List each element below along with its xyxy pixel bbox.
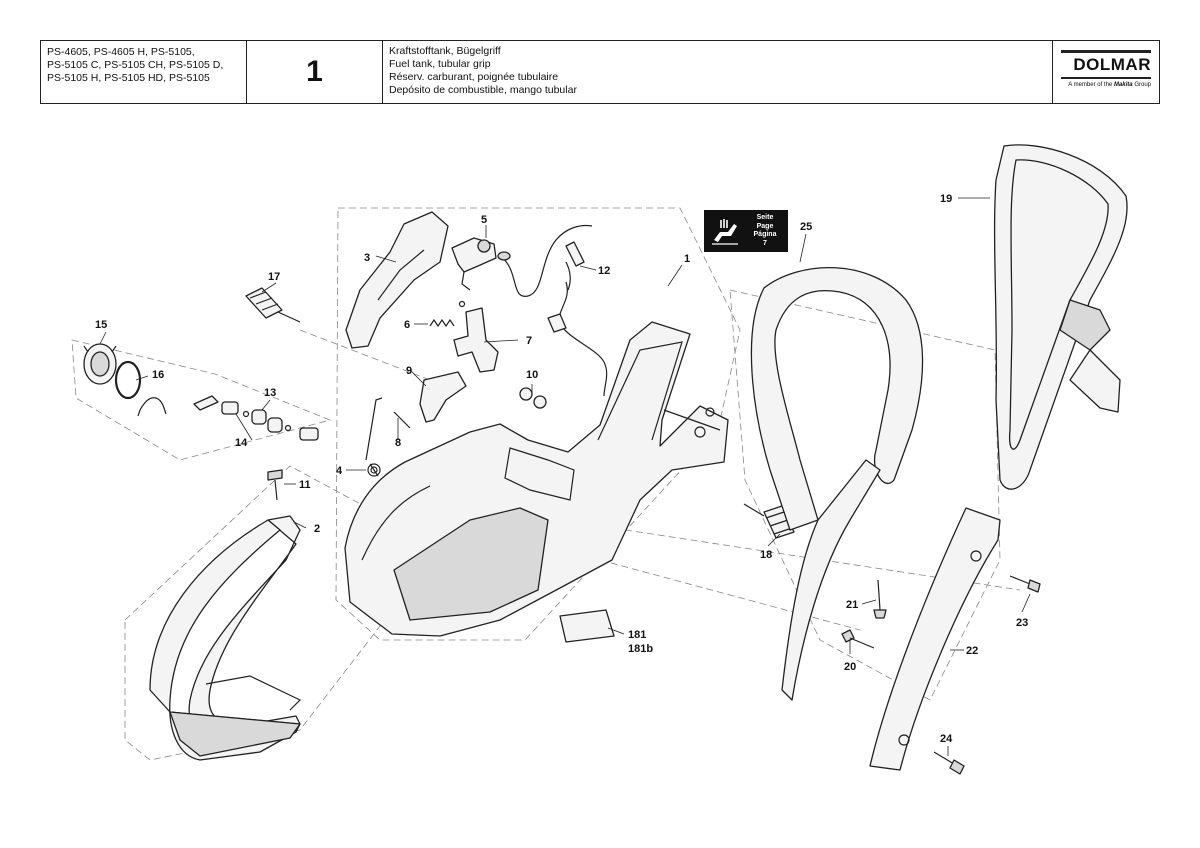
model-list: PS-4605, PS-4605 H, PS-5105, PS-5105 C, … (41, 41, 247, 103)
model-line: PS-5105 C, PS-5105 CH, PS-5105 D, (47, 59, 224, 71)
title-block: PS-4605, PS-4605 H, PS-5105, PS-5105 C, … (40, 40, 1160, 104)
label-15: 15 (95, 319, 107, 331)
fuel-filter-parts[interactable] (193, 395, 319, 441)
title-es: Depósito de combustible, mango tubular (389, 84, 577, 96)
label-2: 2 (314, 523, 320, 535)
page-reference-badge[interactable]: Seite Page Página 7 (704, 210, 788, 252)
title-fr: Réserv. carburant, poignée tubulaire (389, 71, 559, 83)
brand-name: DOLMAR (1073, 55, 1151, 74)
torsion-spring[interactable] (367, 463, 381, 477)
label-19: 19 (940, 193, 952, 205)
label-9: 9 (406, 365, 412, 377)
label-18: 18 (760, 549, 772, 561)
label-181: 181 (628, 629, 646, 641)
label-10: 10 (526, 369, 538, 381)
section-titles: Kraftstofftank, Bügelgriff Fuel tank, tu… (383, 41, 1053, 103)
throttle-lock[interactable] (451, 237, 497, 291)
label-23: 23 (1016, 617, 1028, 629)
front-handle[interactable] (149, 515, 302, 761)
part-number-labels: 1 2 3 4 5 6 7 8 9 10 11 12 13 14 15 16 1… (95, 193, 1028, 745)
fuel-cap[interactable] (83, 343, 117, 385)
title-en: Fuel tank, tubular grip (389, 58, 491, 70)
brand-subline: A member of the Makita Group (1068, 82, 1151, 88)
brand-cell: DOLMAR A member of the Makita Group (1053, 41, 1159, 103)
av-spring-18[interactable] (743, 503, 795, 539)
label-4: 4 (336, 465, 343, 477)
label-24: 24 (940, 733, 953, 745)
screw-23[interactable] (1009, 575, 1041, 593)
page-reference-text: Seite Page Página 7 (753, 214, 777, 247)
screw-21[interactable] (873, 579, 887, 619)
fuel-tank-housing[interactable] (344, 321, 729, 637)
lever-bracket[interactable] (419, 371, 467, 423)
fuel-cap-o-ring[interactable] (114, 360, 142, 400)
tool-hand-icon (712, 219, 738, 245)
label-5: 5 (481, 214, 487, 226)
label-17: 17 (268, 271, 280, 283)
label-7: 7 (526, 335, 532, 347)
screw-11[interactable] (267, 469, 283, 501)
label-181b: 181b (628, 643, 653, 655)
av-spring-17[interactable] (245, 287, 301, 323)
cap-retainer[interactable] (137, 397, 167, 417)
label-8: 8 (395, 437, 401, 449)
spring-rod[interactable] (365, 397, 411, 461)
screw-20[interactable] (841, 629, 875, 649)
label-20: 20 (844, 661, 856, 673)
title-de: Kraftstofftank, Bügelgriff (389, 45, 501, 57)
label-14: 14 (235, 437, 248, 449)
page-number: 1 (247, 41, 383, 103)
stop-switch-assembly[interactable] (453, 224, 608, 397)
label-25: 25 (800, 221, 812, 233)
throttle-lever[interactable] (345, 211, 449, 349)
handle-bracket-22[interactable] (869, 507, 1001, 771)
compression-spring[interactable] (429, 300, 466, 328)
model-line: PS-4605, PS-4605 H, PS-5105, (47, 46, 195, 58)
tubular-grip-25[interactable] (750, 267, 924, 701)
label-13: 13 (264, 387, 276, 399)
label-1: 1 (684, 253, 690, 265)
fuel-line[interactable] (565, 261, 571, 291)
warning-label[interactable] (559, 609, 615, 643)
model-line: PS-5105 H, PS-5105 HD, PS-5105 (47, 72, 210, 84)
label-16: 16 (152, 369, 164, 381)
screw-24[interactable] (933, 751, 965, 775)
label-11: 11 (299, 479, 311, 491)
label-22: 22 (966, 645, 978, 657)
tubular-grip-19[interactable] (993, 144, 1128, 490)
label-6: 6 (404, 319, 410, 331)
grommet[interactable] (519, 387, 547, 409)
label-12: 12 (598, 265, 610, 277)
dolmar-logo: DOLMAR A member of the Makita Group (1061, 50, 1151, 88)
label-21: 21 (846, 599, 858, 611)
group-boundary-lines (71, 207, 1021, 761)
leader-lines (99, 197, 1031, 756)
label-3: 3 (364, 252, 370, 264)
